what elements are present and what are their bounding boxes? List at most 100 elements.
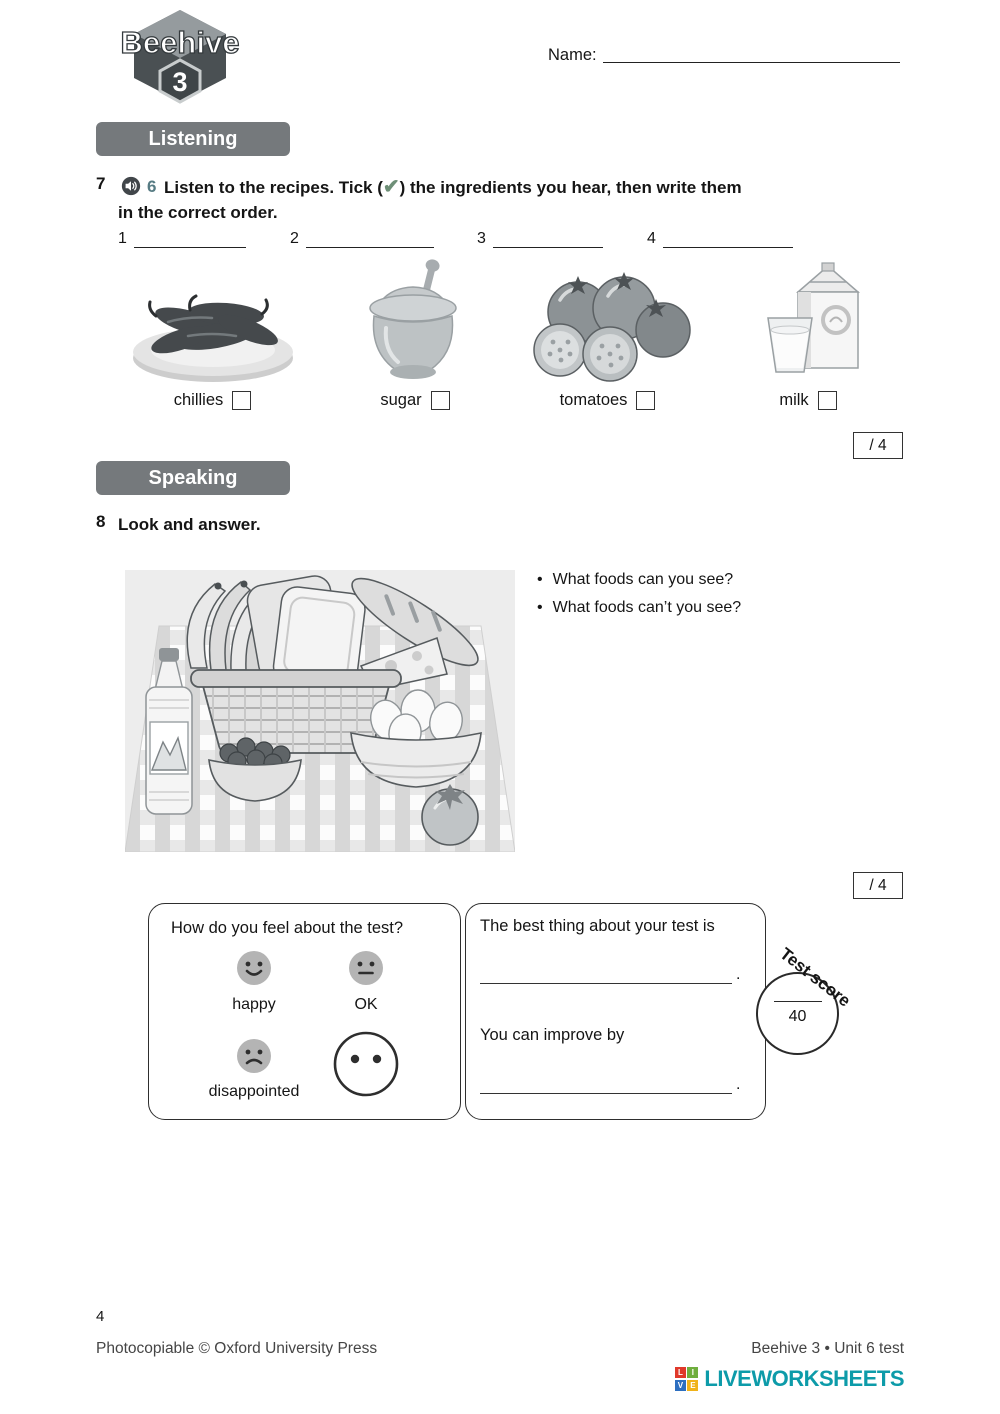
answer-line-1[interactable] [133,231,246,248]
best-thing-answer-line[interactable] [480,972,732,984]
speaking-prompt-2: • What foods can’t you see? [537,598,741,618]
q7-instruction-line1: Listen to the recipes. Tick (✔) the ingr… [164,174,742,201]
baguette-illustration [351,577,479,667]
bananas-illustration [186,580,275,671]
improve-answer-row: . [480,1076,740,1094]
blank-3-number: 3 [477,230,486,247]
speaking-section-label: Speaking [148,466,238,489]
liveworksheets-logo: L I V E LIVEWORKSHEETS [674,1366,904,1392]
answer-line-4[interactable] [662,231,793,248]
eggs-bowl-illustration [350,689,482,788]
best-thing-label: The best thing about your test is [480,917,715,935]
food-option-milk: milk [728,391,888,410]
tile-i: I [687,1367,699,1379]
q7-instruction-after-tick: ) the ingredients you hear, then write t… [399,178,742,197]
bullet-dot: • [537,571,543,588]
milk-glass [767,317,813,373]
food-option-sugar: sugar [335,391,495,410]
food-label-tomatoes: tomatoes [559,391,628,409]
improve-label: You can improve by [480,1026,625,1044]
sugar-image [369,259,457,379]
feedback-question: How do you feel about the test? [171,919,404,937]
food-option-tomatoes: tomatoes [525,391,690,410]
speaking-score-box: / 4 [853,872,903,899]
improve-answer-line[interactable] [480,1082,732,1094]
berries-bowl-illustration [208,737,302,802]
q8-number: 8 [96,512,106,531]
answer-blank-2: 2 [290,230,434,248]
q7-instruction-before-tick: Listen to the recipes. Tick ( [164,178,383,197]
name-label: Name: [548,46,597,64]
best-thing-answer-row: . [480,966,740,984]
test-reference: Beehive 3 • Unit 6 test [751,1340,904,1357]
speaking-prompt-1: • What foods can you see? [537,570,733,590]
checkbox-sugar[interactable] [430,391,450,410]
disappointed-face-icon[interactable] [235,1037,273,1075]
copyright-text: Photocopiable © Oxford University Press [96,1340,378,1357]
food-label-chillies: chillies [173,391,224,409]
food-label-milk: milk [779,391,809,409]
answer-line-3[interactable] [492,231,603,248]
test-score-total: 40 [788,1008,807,1025]
speaking-score: / 4 [869,876,887,894]
tile-e: E [687,1379,699,1391]
toast-illustration [246,575,366,690]
blank-face-icon[interactable] [332,1030,400,1098]
picnic-basket-illustration [190,669,402,754]
beehive-logo: Beehive 3 [120,10,240,104]
test-score-circle: 40 [756,972,839,1055]
listening-section-header: Listening [96,122,290,156]
answer-blank-4: 4 [647,230,793,248]
chillies-image [133,294,293,382]
speaking-question-2: What foods can’t you see? [552,599,742,616]
audio-icon[interactable] [121,176,141,196]
liveworksheets-tiles-icon: L I V E [674,1367,699,1391]
feedback-comments-box: The best thing about your test is . You … [465,903,766,1120]
tile-l: L [674,1367,686,1379]
logo-level-hexagon [158,58,202,104]
bullet-dot: • [537,599,543,616]
ok-face-icon[interactable] [347,949,385,987]
tomato-half [533,323,587,377]
food-option-chillies: chillies [130,391,295,410]
mood-label-disappointed: disappointed [208,1083,300,1100]
bottle-illustration [145,648,193,815]
checkbox-chillies[interactable] [232,391,252,410]
happy-face-icon[interactable] [235,949,273,987]
liveworksheets-brand[interactable]: LIVEWORKSHEETS [704,1366,904,1391]
answer-blank-3: 3 [477,230,603,248]
q7-number: 7 [96,174,106,193]
milk-image [767,262,861,373]
logo-brand-text: Beehive [121,25,240,60]
food-label-sugar: sugar [380,391,422,409]
mood-label-ok: OK [354,996,378,1013]
tomato-half [582,326,638,382]
picnic-scene-image [125,570,515,852]
answer-line-2[interactable] [305,231,434,248]
listening-score: / 4 [869,436,887,454]
name-input-line[interactable] [603,44,900,63]
blank-4-number: 4 [647,230,656,247]
listening-section-label: Listening [148,127,238,150]
test-score-entry-line[interactable] [773,1001,822,1002]
answer-blank-1: 1 [118,230,246,248]
checkbox-milk[interactable] [817,391,837,410]
mood-label-happy: happy [232,996,276,1013]
page-number: 4 [96,1308,105,1325]
speaking-question-1: What foods can you see? [552,571,734,588]
tile-v: V [674,1379,686,1391]
feedback-mood-box: How do you feel about the test? happy OK… [148,903,461,1120]
logo-hexagon-top-facet [134,10,226,58]
blank-2-number: 2 [290,230,299,247]
tick-icon: ✔ [382,176,400,198]
line-period: . [736,1076,741,1093]
tomatoes-image [533,272,691,382]
q8-instruction: Look and answer. [118,515,261,534]
tomato-illustration [421,784,479,846]
checkbox-tomatoes[interactable] [636,391,656,410]
q7-instruction-line2: in the correct order. [118,203,278,222]
speaking-section-header: Speaking [96,461,290,495]
line-period: . [736,966,741,983]
listening-score-box: / 4 [853,432,903,459]
